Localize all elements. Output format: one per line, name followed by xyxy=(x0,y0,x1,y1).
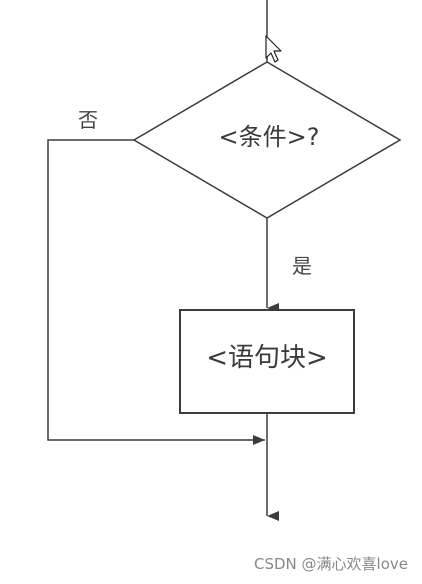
yes-branch-label: 是 xyxy=(292,254,312,278)
no-branch-label: 否 xyxy=(78,108,98,132)
statement-block-label: <语句块> xyxy=(206,343,328,373)
condition-label: <条件>? xyxy=(218,123,320,151)
watermark-text: CSDN @满心欢喜love xyxy=(254,555,408,573)
statement-block xyxy=(179,309,355,414)
mouse-cursor-icon xyxy=(265,35,282,63)
no-path-line xyxy=(47,139,265,445)
